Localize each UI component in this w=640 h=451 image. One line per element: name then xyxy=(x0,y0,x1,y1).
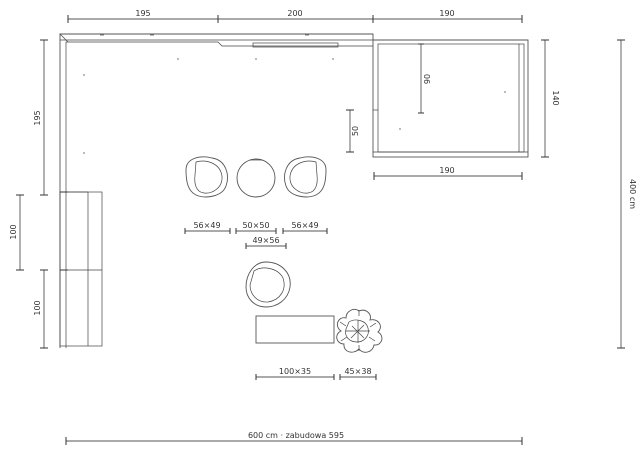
chair-2 xyxy=(236,158,276,198)
dim-total-width: 600 cm · zabudowa 595 xyxy=(248,431,344,440)
bottom-dimension: 600 cm · zabudowa 595 xyxy=(65,431,523,445)
top-dimension: 195 200 190 xyxy=(67,9,523,23)
chair-dimensions: 56×49 50×50 56×49 49×56 xyxy=(184,221,328,249)
dim-step: 50 xyxy=(351,126,360,136)
dim-chair-4: 49×56 xyxy=(252,236,279,245)
dim-right-total: 400 cm xyxy=(628,179,637,209)
dim-top-2: 200 xyxy=(287,9,302,18)
dim-table: 100×35 xyxy=(279,367,311,376)
dim-plant: 45×38 xyxy=(344,367,371,376)
dim-alcove-depth: 140 xyxy=(551,90,560,105)
dim-left-lower: 100 xyxy=(33,300,42,315)
chair-1 xyxy=(185,156,228,198)
dim-top-3: 190 xyxy=(439,9,454,18)
coffee-table xyxy=(255,315,335,344)
dim-chair-2: 50×50 xyxy=(242,221,269,230)
dim-left-mid: 100 xyxy=(9,224,18,239)
dim-left-upper: 195 xyxy=(33,110,42,125)
bench-outline xyxy=(59,33,528,348)
left-dimensions: 195 100 100 xyxy=(9,39,48,349)
plant-icon xyxy=(336,308,383,353)
dim-alcove-width: 190 xyxy=(439,166,454,175)
table-dimensions: 100×35 45×38 xyxy=(255,367,377,380)
dim-chair-1: 56×49 xyxy=(193,221,220,230)
dim-top-1: 195 xyxy=(135,9,150,18)
alcove-block: 90 140 50 190 xyxy=(346,39,560,180)
chair-4 xyxy=(245,261,291,308)
right-dimension: 400 cm xyxy=(617,39,637,349)
chair-3 xyxy=(284,156,327,198)
dim-alcove-inner: 90 xyxy=(423,74,432,84)
dim-chair-3: 56×49 xyxy=(291,221,318,230)
